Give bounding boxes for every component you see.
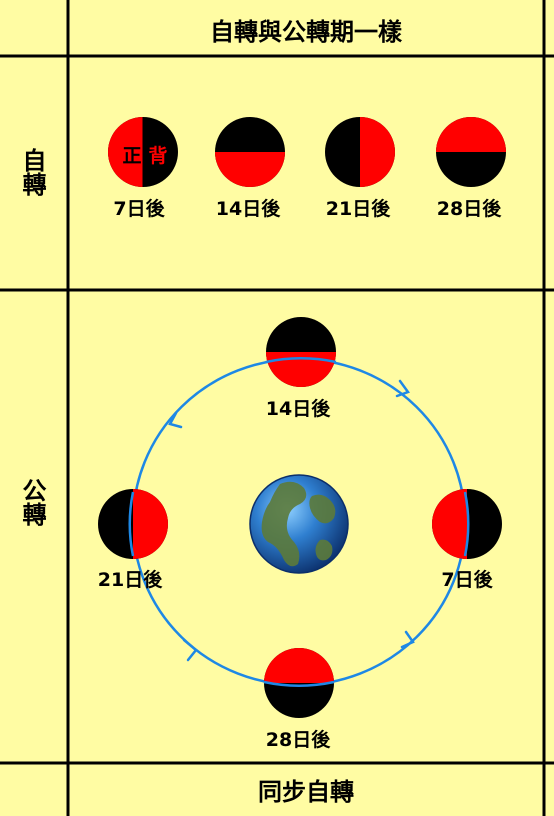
- orbit-path-overlay: [128, 491, 135, 557]
- face-label-back: 背: [148, 144, 167, 167]
- moon-icon: [98, 489, 168, 559]
- orbit-label-7: 7日後: [441, 568, 493, 591]
- orbit-arrow-icon: [400, 630, 415, 649]
- orbit-arrow-icon: [168, 411, 183, 429]
- moon-icon: [264, 648, 334, 718]
- orbit-path-overlay: [263, 680, 335, 687]
- moon-icon: [432, 489, 502, 559]
- rotation-label-14: 14日後: [216, 197, 281, 220]
- orbit-arrow-icon: [395, 379, 410, 398]
- orbit-label-21: 21日後: [98, 568, 163, 591]
- rotation-label-7: 7日後: [113, 197, 165, 220]
- rotation-label-28: 28日後: [437, 197, 502, 220]
- orbit-path-overlay: [463, 491, 470, 557]
- face-label-front: 正: [122, 145, 141, 167]
- row-label-rotation: 自轉: [18, 147, 46, 196]
- orbit-label-28: 28日後: [266, 728, 331, 751]
- moon-icon: [215, 117, 285, 187]
- moon-icon: [266, 317, 336, 387]
- rotation-label-21: 21日後: [326, 197, 391, 220]
- orbit-label-14: 14日後: [266, 397, 331, 420]
- footer-title: 同步自轉: [258, 778, 354, 806]
- moon-icon: [325, 117, 395, 187]
- orbit-path-overlay: [265, 357, 337, 364]
- row-label-revolution: 公轉: [18, 478, 46, 526]
- moon-icon: [108, 117, 178, 187]
- moon-icon: [436, 117, 506, 187]
- orbit-arrow-icon: [182, 638, 198, 662]
- earth-icon: [249, 474, 349, 574]
- header-title: 自轉與公轉期一樣: [210, 18, 403, 46]
